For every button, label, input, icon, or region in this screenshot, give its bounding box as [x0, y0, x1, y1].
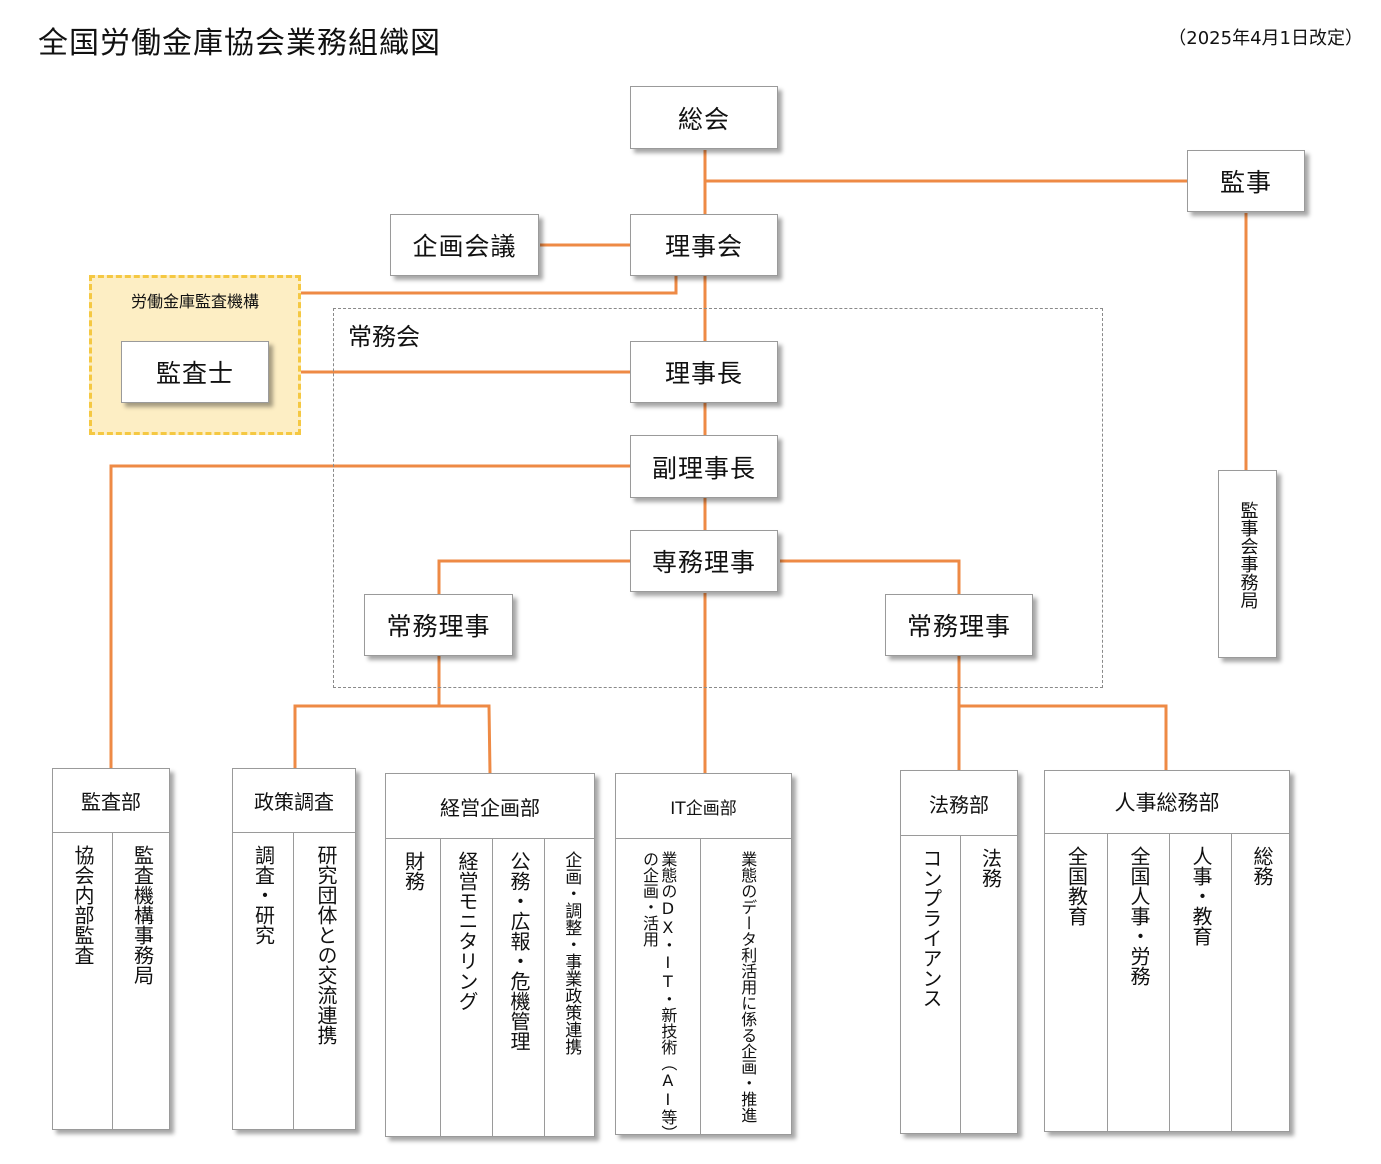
dept-it-title: IT企画部: [616, 774, 791, 839]
dept-kansa-col: 監査機構事務局: [112, 833, 171, 1129]
node-senmu-riji: 専務理事: [630, 530, 778, 592]
dept-keiei-col: 経営モニタリング: [440, 839, 492, 1136]
dept-kansa-title: 監査部: [53, 769, 169, 833]
node-kansashi: 監査士: [121, 341, 269, 403]
dept-jinji-title: 人事総務部: [1045, 771, 1289, 834]
dept-keiei-title: 経営企画部: [386, 774, 594, 839]
node-kanjikai-office: 監事会事務局: [1218, 470, 1277, 658]
dept-it-col: 業態のDX・IT・新技術（AI等）の企画・活用: [640, 851, 678, 1133]
audit-organization-label: 労働金庫監査機構: [130, 292, 259, 311]
dept-homu: 法務部 コンプライアンス 法務: [900, 770, 1018, 1134]
dept-keiei-col: 財務: [401, 851, 426, 891]
node-rijicho: 理事長: [630, 341, 778, 403]
dept-keiei-col: 公務・広報・危機管理: [492, 839, 544, 1136]
dept-jinji: 人事総務部 全国教育 全国人事・労務 人事・教育 総務: [1044, 770, 1290, 1132]
page-title: 全国労働金庫協会業務組織図: [38, 26, 441, 61]
revision-date: （2025年4月1日改定）: [1168, 28, 1363, 49]
dept-it-col: 業態のデータ利活用に係る企画・推進: [700, 839, 793, 1134]
node-kikaku-kaigi: 企画会議: [390, 214, 539, 276]
dept-jinji-col: 全国人事・労務: [1107, 834, 1169, 1131]
dept-jinji-col: 全国教育: [1064, 846, 1089, 926]
node-kanji: 監事: [1187, 150, 1305, 212]
dept-kansa: 監査部 協会内部監査 監査機構事務局: [52, 768, 170, 1130]
node-jomu-riji-left: 常務理事: [364, 594, 513, 656]
dept-kansa-col: 協会内部監査: [71, 845, 95, 965]
dept-jinji-col: 人事・教育: [1169, 834, 1231, 1131]
node-fuku-rijicho: 副理事長: [630, 435, 778, 498]
dept-it: IT企画部 業態のDX・IT・新技術（AI等）の企画・活用 業態のデータ利活用に…: [615, 773, 792, 1135]
dept-jinji-col: 総務: [1231, 834, 1291, 1131]
dept-seisaku: 政策調査 調査・研究 研究団体との交流連携: [232, 768, 356, 1130]
kanjikai-office-label: 監事会事務局: [1237, 501, 1259, 609]
dept-seisaku-title: 政策調査: [233, 769, 355, 833]
node-jomu-riji-right: 常務理事: [885, 594, 1033, 656]
dept-keiei: 経営企画部 財務 経営モニタリング 公務・広報・危機管理 企画・調整・事業政策連…: [385, 773, 595, 1137]
dept-seisaku-col: 調査・研究: [251, 845, 276, 945]
dept-homu-col: コンプライアンス: [919, 848, 943, 1008]
node-sokai: 総会: [630, 86, 778, 149]
dept-seisaku-col: 研究団体との交流連携: [293, 833, 357, 1129]
jomukai-area: 常務会: [333, 308, 1103, 688]
jomukai-label: 常務会: [348, 323, 420, 351]
node-rijikai: 理事会: [630, 214, 778, 276]
dept-homu-col: 法務: [960, 836, 1019, 1133]
dept-homu-title: 法務部: [901, 771, 1017, 836]
dept-keiei-col: 企画・調整・事業政策連携: [544, 839, 596, 1136]
